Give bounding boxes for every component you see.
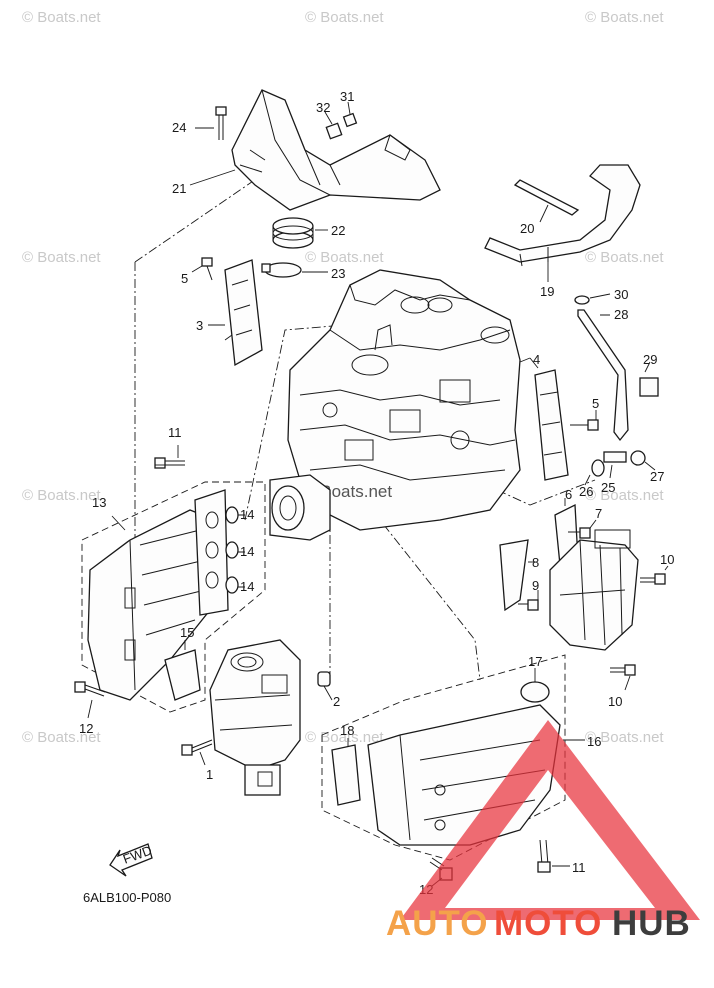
brand-auto: AUTO (386, 904, 489, 943)
ecu-part (549, 529, 639, 651)
top-cover-part (231, 89, 441, 211)
watermark: © Boats.net (22, 249, 101, 266)
brand-triangle (400, 720, 700, 920)
hose-part (574, 293, 629, 442)
callout-32: 32 (316, 100, 330, 115)
bracket-part (499, 539, 535, 612)
throttle-body-part (209, 639, 301, 796)
diagram-code: 6ALB100-P080 (83, 890, 171, 905)
bolt-part (181, 739, 213, 766)
callout-28: 28 (614, 307, 628, 322)
watermark: © Boats.net (305, 9, 384, 26)
callout-5: 5 (181, 271, 188, 286)
callout-24: 24 (172, 120, 186, 135)
bolt-part (191, 257, 213, 281)
callout-16: 16 (587, 734, 601, 749)
callout-27: 27 (650, 469, 664, 484)
starter-part (269, 474, 331, 541)
callout-15: 15 (180, 625, 194, 640)
fitting-part (584, 450, 656, 486)
bolt-part (74, 681, 106, 719)
bolt-part (518, 590, 539, 611)
gasket-part (164, 640, 201, 701)
callout-10: 10 (608, 694, 622, 709)
watermark: © Boats.net (305, 729, 384, 746)
tie-part (513, 179, 580, 223)
bolt-part (568, 519, 597, 539)
callout-29: 29 (643, 352, 657, 367)
watermark: © Boats.net (585, 487, 664, 504)
dashed-leader (134, 174, 263, 263)
bolt-part (570, 410, 599, 431)
callout-30: 30 (614, 287, 628, 302)
callout-26: 26 (579, 484, 593, 499)
callout-14: 14 (240, 507, 254, 522)
callout-22: 22 (331, 223, 345, 238)
callout-20: 20 (520, 221, 534, 236)
gasket-part (224, 259, 263, 367)
callout-8: 8 (532, 555, 539, 570)
brand-logo: AUTO MOTO HUB (386, 720, 700, 943)
brand-hub: HUB (612, 904, 691, 943)
watermark: © Boats.net (585, 249, 664, 266)
gasket-part (529, 357, 569, 481)
collar-part (317, 671, 333, 701)
watermark: © Boats.net (22, 729, 101, 746)
clip-part (639, 361, 659, 397)
callout-19: 19 (540, 284, 554, 299)
watermarks: © Boats.net © Boats.net © Boats.net © Bo… (22, 9, 664, 746)
watermark: © Boats.net (585, 9, 664, 26)
callout-14: 14 (240, 544, 254, 559)
watermark: © Boats.net (585, 729, 664, 746)
callout-31: 31 (340, 89, 354, 104)
callout-12: 12 (79, 721, 93, 736)
oring-part (225, 506, 245, 594)
bolt-part (640, 565, 669, 585)
callout-2: 2 (333, 694, 340, 709)
dashed-leader (244, 324, 346, 521)
callout-10: 10 (660, 552, 674, 567)
callout-11: 11 (168, 425, 182, 440)
callout-9: 9 (532, 578, 539, 593)
callout-11: 11 (572, 860, 586, 875)
watermark: © Boats.net (22, 487, 101, 504)
callout-25: 25 (601, 480, 615, 495)
bolt-part (610, 664, 636, 691)
watermark: © Boats.net (22, 9, 101, 26)
gasket-part (331, 738, 361, 806)
callout-7: 7 (595, 506, 602, 521)
callout-18: 18 (340, 723, 354, 738)
callout-14: 14 (240, 579, 254, 594)
callout-21: 21 (172, 181, 186, 196)
callout-labels: 1 2 3 4 5 5 6 7 8 9 10 10 11 11 12 12 13… (79, 89, 674, 897)
callout-6: 6 (565, 487, 572, 502)
fwd-arrow: FWD (109, 843, 154, 877)
hose-part (484, 164, 641, 282)
callout-1: 1 (206, 767, 213, 782)
brand-moto: MOTO (494, 904, 602, 943)
callout-5: 5 (592, 396, 599, 411)
watermark: © Boats.net (305, 249, 384, 266)
exhaust-cover-part (87, 509, 216, 701)
oring-part (520, 668, 550, 703)
callout-13: 13 (92, 495, 106, 510)
gasket-part (194, 489, 229, 616)
bolt-part (195, 106, 227, 140)
callout-23: 23 (331, 266, 345, 281)
seal-part (272, 217, 328, 249)
clamp-part (261, 262, 328, 278)
callout-17: 17 (528, 654, 542, 669)
callout-3: 3 (196, 318, 203, 333)
fitting-part (324, 101, 358, 140)
callout-4: 4 (533, 352, 540, 367)
bolt-part (537, 839, 570, 873)
